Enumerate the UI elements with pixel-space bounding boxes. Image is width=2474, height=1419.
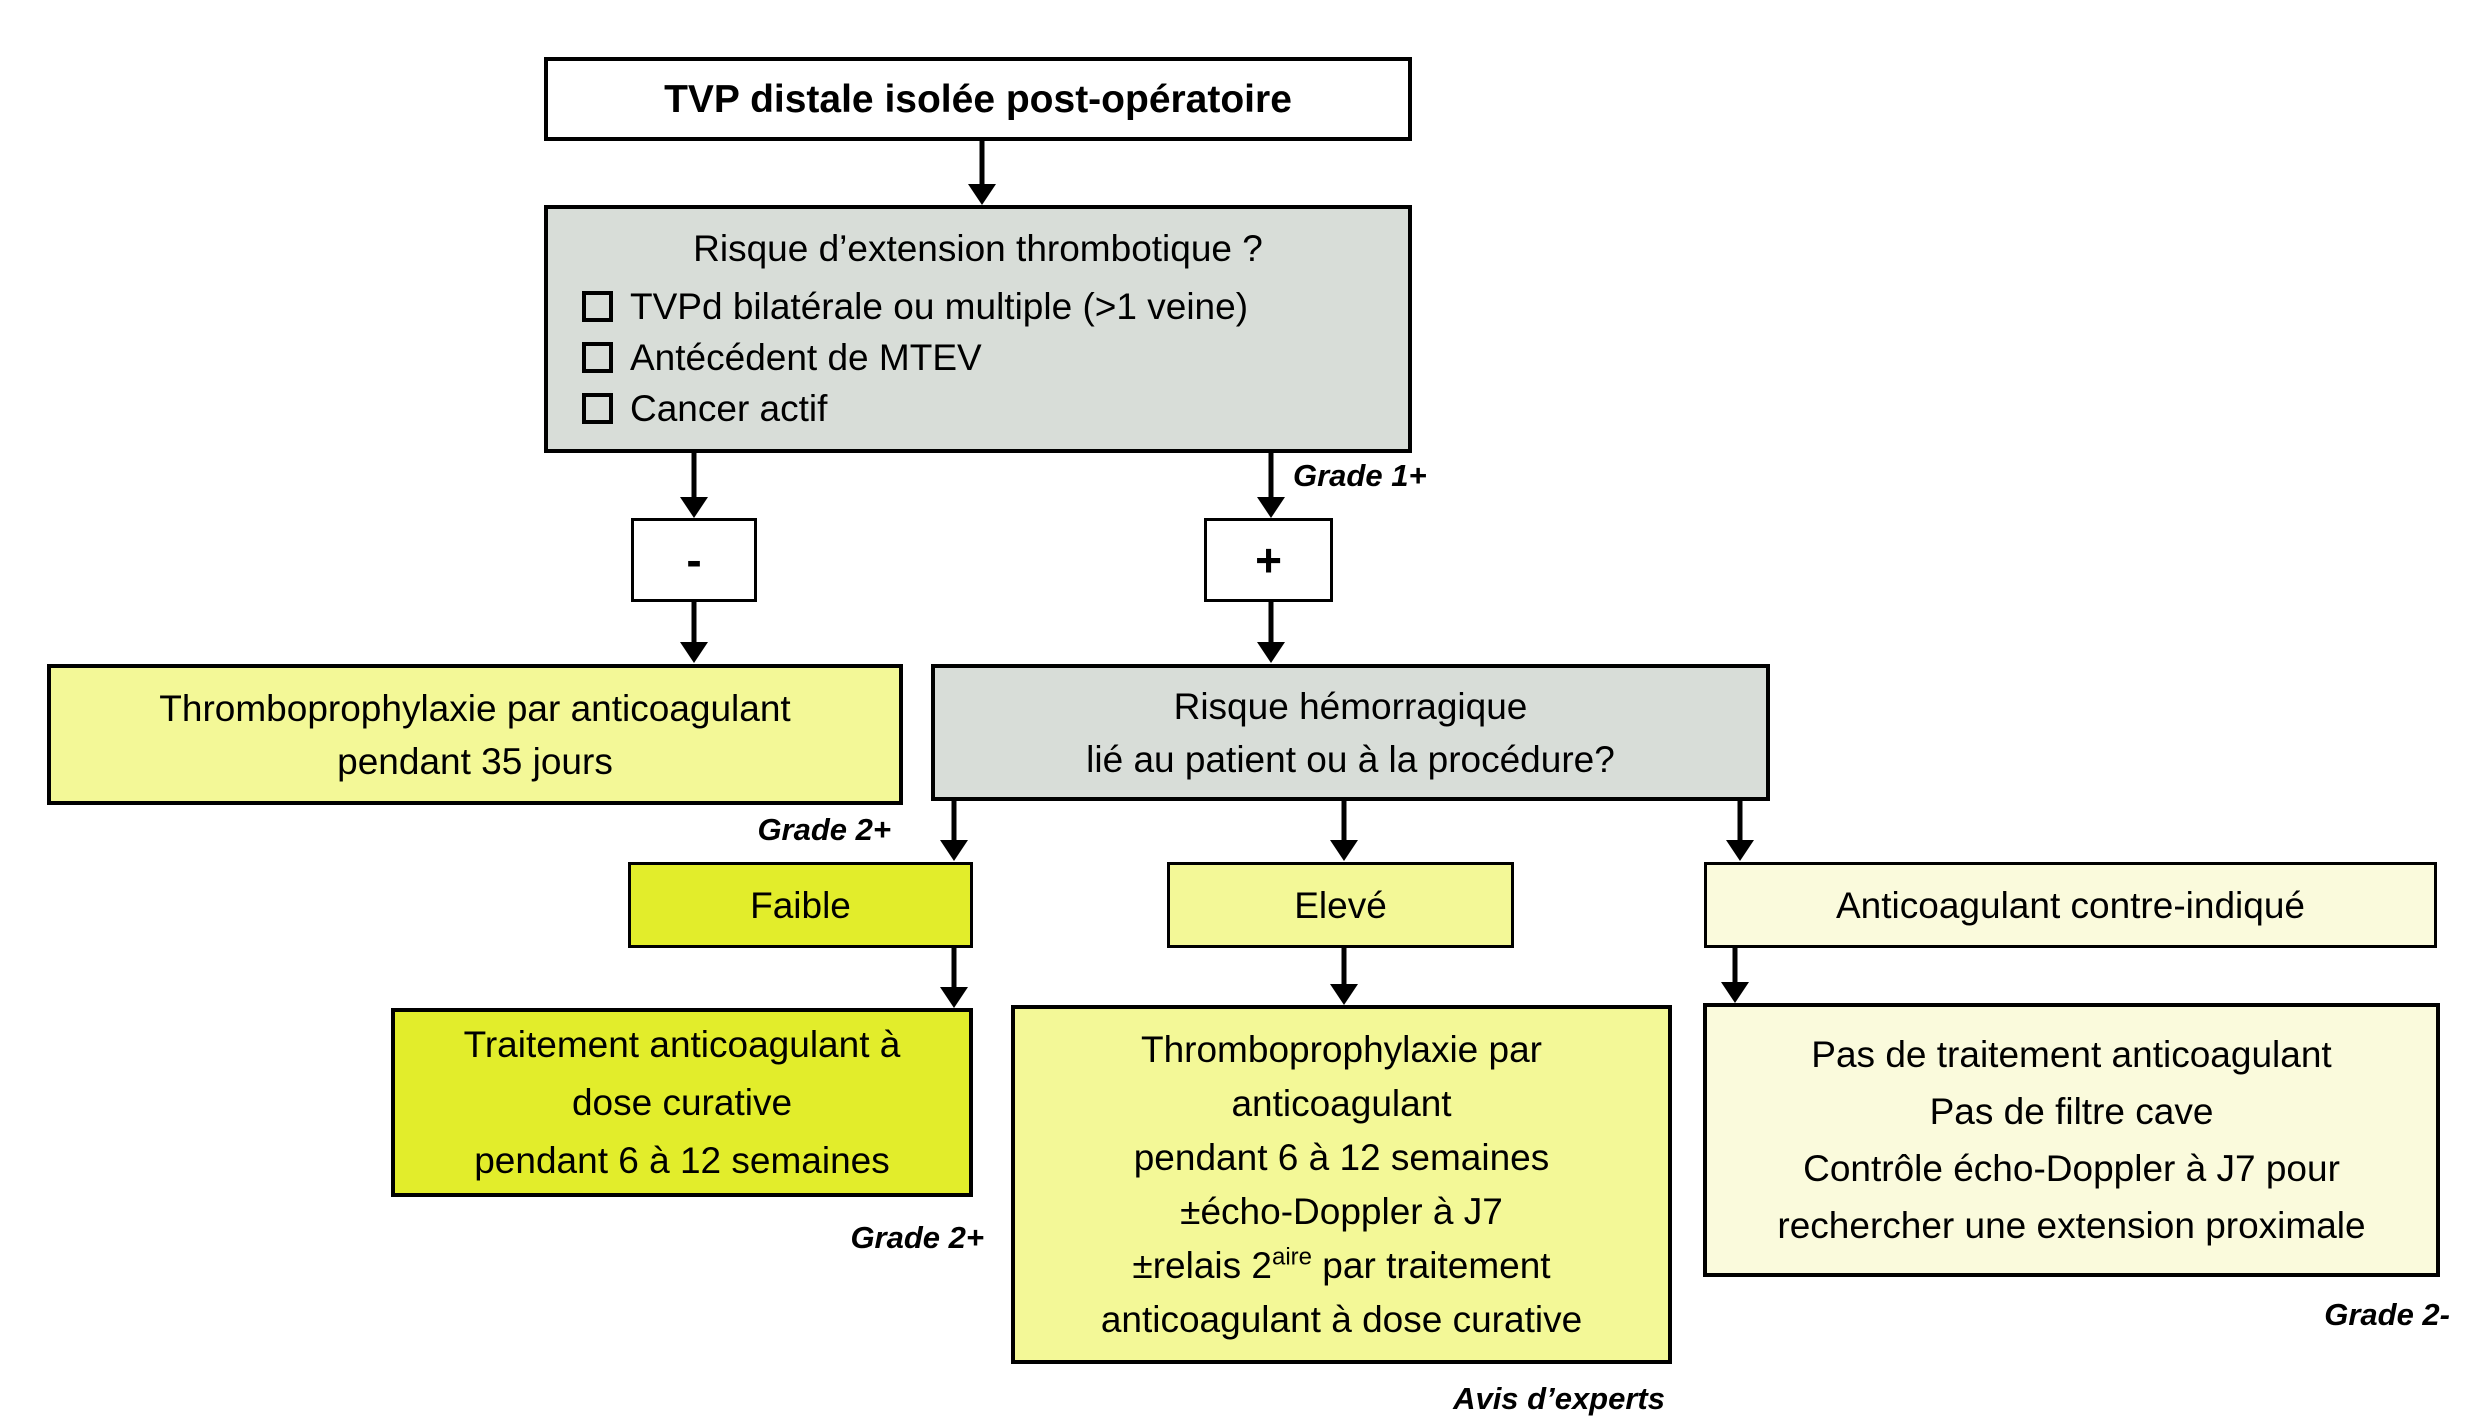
extension-risk-item: Cancer actif: [548, 383, 1408, 434]
arrow-contraindicated-to-notreatment-line: [1732, 948, 1738, 984]
grade-label-1plus: Grade 1+: [1293, 458, 1427, 493]
extension-risk-item-label: TVPd bilatérale ou multiple (>1 veine): [630, 286, 1249, 327]
relais-superscript: aire: [1272, 1243, 1313, 1271]
arrow-bleeding-to-low-head: [940, 840, 968, 861]
no-treatment-line: Pas de traitement anticoagulant: [1811, 1034, 2332, 1075]
bleeding-risk-line: lié au patient ou à la procédure?: [1086, 738, 1615, 780]
arrow-root-to-extension-head: [968, 184, 996, 205]
arrow-minus-to-prophylaxis-line: [691, 602, 697, 644]
relais-suffix: par traitement: [1312, 1244, 1551, 1286]
node-secondary-prophylaxis: Thromboprophylaxie par anticoagulant pen…: [1011, 1005, 1672, 1364]
node-root-label: TVP distale isolée post-opératoire: [664, 77, 1292, 121]
node-no-treatment: Pas de traitement anticoagulant Pas de f…: [1703, 1003, 2440, 1277]
arrow-root-to-extension-line: [979, 141, 985, 185]
arrow-low-to-curative-head: [940, 987, 968, 1008]
no-treatment-line: Pas de filtre cave: [1929, 1091, 2214, 1132]
prophylaxis-35-line: pendant 35 jours: [337, 740, 613, 782]
checkbox-icon: [582, 393, 613, 424]
node-root: TVP distale isolée post-opératoire: [544, 57, 1412, 141]
node-minus-label: -: [686, 534, 702, 586]
grade-label-2plus-bottom: Grade 2+: [850, 1220, 984, 1255]
arrow-bleeding-to-low-line: [951, 801, 957, 842]
checkbox-icon: [582, 291, 613, 322]
extension-risk-item-label: Antécédent de MTEV: [630, 337, 982, 378]
arrow-contraindicated-to-notreatment-head: [1721, 982, 1749, 1003]
arrow-high-to-secondary-head: [1330, 984, 1358, 1005]
node-anticoagulant-contraindicated: Anticoagulant contre-indiqué: [1704, 862, 2437, 948]
extension-risk-item: TVPd bilatérale ou multiple (>1 veine): [548, 281, 1408, 332]
node-curative-treatment: Traitement anticoagulant à dose curative…: [391, 1008, 973, 1197]
node-risk-high: Elevé: [1167, 862, 1514, 948]
curative-line: pendant 6 à 12 semaines: [474, 1139, 890, 1181]
no-treatment-line: Contrôle écho-Doppler à J7 pour: [1803, 1148, 2340, 1189]
secondary-line: anticoagulant: [1231, 1082, 1452, 1124]
arrow-plus-to-bleeding-line: [1268, 602, 1274, 644]
secondary-line: ±écho-Doppler à J7: [1180, 1190, 1503, 1232]
extension-risk-question: Risque d’extension thrombotique ?: [693, 228, 1263, 269]
node-risk-low: Faible: [628, 862, 973, 948]
arrow-bleeding-to-contraindicated-head: [1726, 840, 1754, 861]
node-prophylaxis-35-days: Thromboprophylaxie par anticoagulant pen…: [47, 664, 903, 805]
node-risk-high-label: Elevé: [1294, 884, 1387, 926]
node-plus: +: [1204, 518, 1333, 602]
node-plus-label: +: [1255, 534, 1282, 586]
secondary-line: Thromboprophylaxie par: [1140, 1028, 1543, 1070]
node-minus: -: [631, 518, 757, 602]
arrow-plus-to-bleeding-head: [1257, 642, 1285, 663]
arrow-high-to-secondary-line: [1341, 948, 1347, 986]
prophylaxis-35-line: Thromboprophylaxie par anticoagulant: [159, 687, 791, 729]
arrow-bleeding-to-contraindicated-line: [1737, 801, 1743, 842]
curative-line: dose curative: [571, 1081, 793, 1123]
experts-opinion-label: Avis d’experts: [1453, 1381, 1665, 1416]
arrow-extension-to-minus-line: [691, 453, 697, 499]
extension-risk-item: Antécédent de MTEV: [548, 332, 1408, 383]
extension-risk-item-label: Cancer actif: [630, 388, 828, 429]
grade-label-2minus: Grade 2-: [2324, 1297, 2450, 1332]
secondary-line: pendant 6 à 12 semaines: [1133, 1136, 1550, 1178]
node-anticoagulant-contraindicated-label: Anticoagulant contre-indiqué: [1836, 884, 2305, 926]
arrow-minus-to-prophylaxis-head: [680, 642, 708, 663]
arrow-extension-to-plus-head: [1257, 497, 1285, 518]
node-risk-low-label: Faible: [750, 884, 851, 926]
bleeding-risk-line: Risque hémorragique: [1173, 685, 1528, 727]
arrow-extension-to-plus-line: [1268, 453, 1274, 499]
grade-label-2plus-left: Grade 2+: [757, 812, 891, 847]
checkbox-icon: [582, 342, 613, 373]
relais-prefix: ±relais 2: [1132, 1244, 1272, 1286]
secondary-line-relais: ±relais 2aire par traitement: [1132, 1239, 1550, 1293]
no-treatment-line: rechercher une extension proximale: [1777, 1205, 2366, 1246]
secondary-line: anticoagulant à dose curative: [1100, 1298, 1583, 1340]
node-bleeding-risk: Risque hémorragique lié au patient ou à …: [931, 664, 1770, 801]
arrow-bleeding-to-high-head: [1330, 840, 1358, 861]
arrow-extension-to-minus-head: [680, 497, 708, 518]
node-extension-risk: Risque d’extension thrombotique ? TVPd b…: [544, 205, 1412, 453]
arrow-bleeding-to-high-line: [1341, 801, 1347, 842]
curative-line: Traitement anticoagulant à: [463, 1023, 901, 1065]
arrow-low-to-curative-line: [951, 948, 957, 988]
